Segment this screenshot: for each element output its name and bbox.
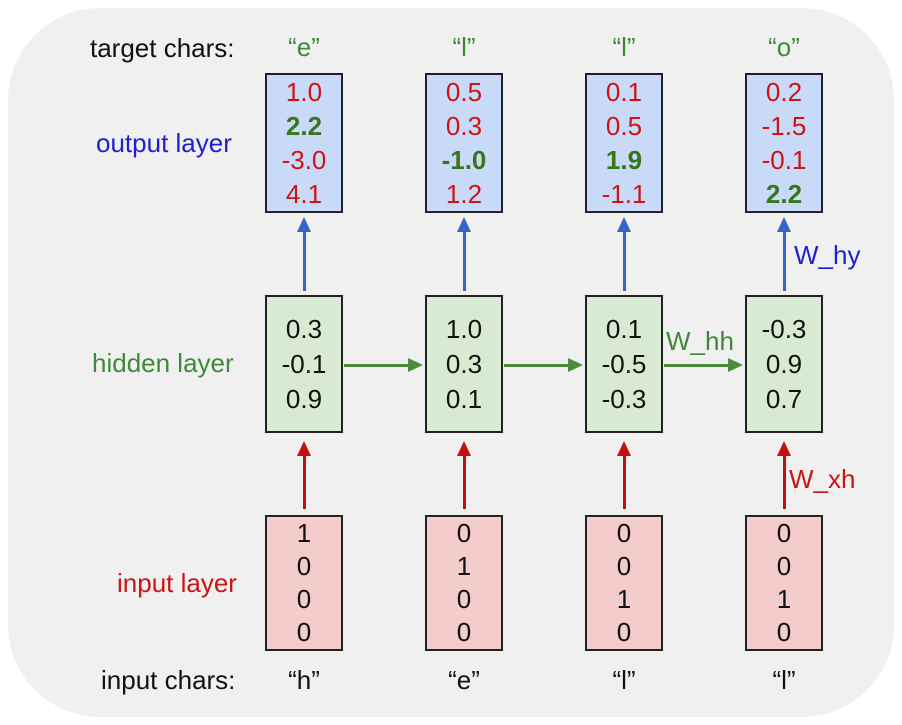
hidden-to-output-arrow	[457, 217, 471, 291]
w-xh-label: W_xh	[789, 464, 856, 494]
output-box-3: 0.2 -1.5 -0.1 2.2	[745, 73, 823, 213]
input-box-1: 0 1 0 0	[425, 515, 503, 651]
target-char: “l”	[452, 32, 476, 62]
input-to-hidden-arrow	[777, 441, 791, 509]
input-value: 0	[456, 518, 472, 548]
input-value: 1	[616, 584, 632, 614]
hidden-value: -0.1	[281, 348, 327, 379]
input-char: “l”	[612, 665, 636, 695]
output-box-1: 0.5 0.3 -1.0 1.2	[425, 73, 503, 213]
input-to-hidden-arrow	[457, 441, 471, 509]
hidden-value: -0.3	[601, 383, 647, 414]
input-chars-label: input chars:	[101, 665, 236, 695]
output-value: -3.0	[281, 145, 327, 175]
output-value: 2.2	[765, 179, 803, 209]
target-char: “o”	[768, 32, 800, 62]
hidden-to-output-arrow	[617, 217, 631, 291]
hidden-box-2: 0.1 -0.5 -0.3	[585, 295, 663, 433]
hidden-value: 0.7	[765, 383, 803, 414]
input-value: 0	[616, 617, 632, 647]
input-value: 0	[616, 551, 632, 581]
output-value: -0.1	[761, 145, 807, 175]
input-char: “l”	[772, 665, 796, 695]
output-value: -1.0	[441, 145, 487, 175]
target-chars-label: target chars:	[90, 33, 235, 63]
hidden-to-output-arrow	[777, 217, 791, 291]
w-hy-label: W_hy	[794, 240, 861, 270]
output-value: 1.2	[445, 179, 483, 209]
input-value: 0	[776, 518, 792, 548]
hidden-to-output-arrow	[297, 217, 311, 291]
input-value: 0	[456, 584, 472, 614]
hidden-value: 0.3	[285, 313, 323, 344]
hidden-box-1: 1.0 0.3 0.1	[425, 295, 503, 433]
hidden-box-0: 0.3 -0.1 0.9	[265, 295, 343, 433]
hidden-value: 0.3	[445, 348, 483, 379]
input-value: 0	[776, 617, 792, 647]
output-value: -1.5	[761, 111, 807, 141]
hidden-box-3: -0.3 0.9 0.7	[745, 295, 823, 433]
input-value: 0	[296, 584, 312, 614]
output-box-0: 1.0 2.2 -3.0 4.1	[265, 73, 343, 213]
input-value: 1	[776, 584, 792, 614]
input-value: 0	[776, 551, 792, 581]
output-value: 2.2	[285, 111, 323, 141]
input-value: 0	[296, 617, 312, 647]
input-box-2: 0 0 1 0	[585, 515, 663, 651]
input-layer-label: input layer	[117, 568, 237, 598]
output-layer-label: output layer	[96, 128, 232, 158]
output-value: 0.5	[445, 77, 483, 107]
output-value: 4.1	[285, 179, 323, 209]
hidden-value: 1.0	[445, 313, 483, 344]
input-to-hidden-arrow	[297, 441, 311, 509]
input-box-3: 0 0 1 0	[745, 515, 823, 651]
output-value: 0.2	[765, 77, 803, 107]
hidden-value: -0.3	[761, 313, 807, 344]
hidden-value: 0.9	[285, 383, 323, 414]
output-value: 1.0	[285, 77, 323, 107]
target-char: “e”	[288, 32, 320, 62]
input-box-0: 1 0 0 0	[265, 515, 343, 651]
input-value: 1	[456, 551, 472, 581]
hidden-to-hidden-arrow	[344, 358, 423, 372]
hidden-value: -0.5	[601, 348, 647, 379]
input-value: 0	[456, 617, 472, 647]
output-value: -1.1	[601, 179, 647, 209]
input-char: “h”	[288, 665, 320, 695]
w-hh-label: W_hh	[666, 326, 734, 356]
output-value: 1.9	[605, 145, 643, 175]
hidden-value: 0.1	[445, 383, 483, 414]
hidden-value: 0.1	[605, 313, 643, 344]
hidden-to-hidden-arrow	[664, 358, 743, 372]
input-value: 0	[616, 518, 632, 548]
hidden-value: 0.9	[765, 348, 803, 379]
input-value: 1	[296, 518, 312, 548]
input-value: 0	[296, 551, 312, 581]
hidden-layer-label: hidden layer	[92, 348, 234, 378]
input-char: “e”	[448, 665, 480, 695]
target-char: “l”	[612, 32, 636, 62]
output-value: 0.1	[605, 77, 643, 107]
input-to-hidden-arrow	[617, 441, 631, 509]
output-value: 0.3	[445, 111, 483, 141]
output-box-2: 0.1 0.5 1.9 -1.1	[585, 73, 663, 213]
output-value: 0.5	[605, 111, 643, 141]
hidden-to-hidden-arrow	[504, 358, 583, 372]
